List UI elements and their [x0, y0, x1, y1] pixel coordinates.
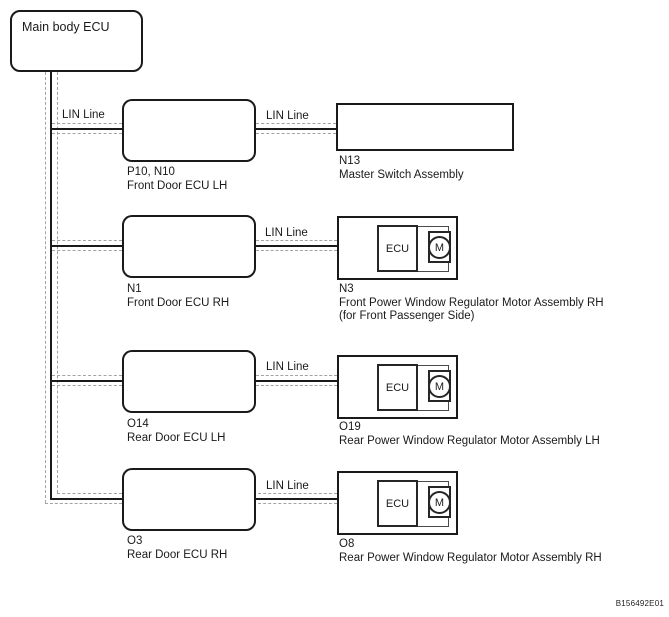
ecu-inner-box: ECU [377, 480, 418, 527]
lin-wire [51, 128, 122, 130]
main-body-ecu-box: Main body ECU [10, 10, 143, 72]
lin-line-label: LIN Line [266, 480, 309, 492]
component-code: N3 [339, 283, 354, 295]
lin-wire-shield [256, 123, 336, 124]
lin-line-label: LIN Line [62, 109, 105, 121]
motor-icon: M [428, 236, 451, 259]
lin-line-label: LIN Line [266, 110, 309, 122]
component-code: N13 [339, 155, 361, 167]
lin-wire-shield [52, 385, 122, 386]
component-note: (for Front Passenger Side) [339, 310, 475, 322]
lin-wire-shield [45, 503, 122, 504]
component-code: O3 [127, 535, 143, 547]
component-code: O19 [339, 421, 361, 433]
lin-wire-shield [256, 385, 337, 386]
main-body-ecu-label: Main body ECU [22, 20, 110, 34]
rear-pw-regulator-motor-lh-box: ECU M [337, 355, 458, 419]
rear-door-ecu-rh-box [122, 468, 256, 531]
lin-wire-shield [52, 375, 122, 376]
component-name: Master Switch Assembly [339, 168, 464, 181]
lin-wire [256, 245, 337, 247]
lin-wire-shield [256, 133, 336, 134]
motor-icon: M [428, 375, 451, 398]
ecu-inner-box: ECU [377, 225, 418, 272]
ecu-inner-box: ECU [377, 364, 418, 411]
component-name: Front Door ECU LH [127, 179, 228, 192]
component-code: O8 [339, 538, 355, 550]
component-code: N1 [127, 283, 142, 295]
rear-pw-regulator-motor-lh-caption: O19 Rear Power Window Regulator Motor As… [339, 421, 600, 448]
rear-pw-regulator-motor-rh-caption: O8 Rear Power Window Regulator Motor Ass… [339, 538, 602, 565]
master-switch-assembly-box [336, 103, 514, 151]
lin-wire-shield [52, 240, 122, 241]
lin-wire [253, 498, 337, 500]
lin-wire [256, 128, 336, 130]
lin-wire-shield [256, 240, 337, 241]
component-name: Front Door ECU RH [127, 296, 230, 309]
lin-wire [256, 380, 337, 382]
front-pw-regulator-motor-rh-caption: N3 Front Power Window Regulator Motor As… [339, 283, 604, 324]
lin-wire [51, 245, 122, 247]
figure-reference-code: B156492E01 [615, 599, 664, 608]
lin-bus-shield-right [57, 72, 58, 493]
component-name: Front Power Window Regulator Motor Assem… [339, 296, 604, 309]
lin-wire-shield [52, 250, 122, 251]
lin-line-label: LIN Line [265, 227, 308, 239]
front-door-ecu-lh-caption: P10, N10 Front Door ECU LH [127, 166, 227, 193]
component-name: Rear Door ECU LH [127, 431, 226, 444]
lin-wire-shield [253, 493, 337, 494]
component-name: Rear Power Window Regulator Motor Assemb… [339, 434, 600, 447]
lin-wire-shield [52, 133, 122, 134]
front-door-ecu-lh-box [122, 99, 256, 162]
lin-wire-shield [52, 123, 122, 124]
front-pw-regulator-motor-rh-box: ECU M [337, 216, 458, 280]
lin-wire-shield [256, 375, 337, 376]
lin-wire-shield [57, 493, 122, 494]
rear-door-ecu-rh-caption: O3 Rear Door ECU RH [127, 535, 227, 562]
component-name: Rear Power Window Regulator Motor Assemb… [339, 551, 602, 564]
rear-door-ecu-lh-caption: O14 Rear Door ECU LH [127, 418, 225, 445]
front-door-ecu-rh-box [122, 215, 256, 278]
lin-wire-shield [253, 503, 337, 504]
lin-bus-trunk [50, 72, 52, 500]
lin-wire-shield [256, 250, 337, 251]
lin-wire [50, 498, 122, 500]
front-door-ecu-rh-caption: N1 Front Door ECU RH [127, 283, 229, 310]
master-switch-assembly-caption: N13 Master Switch Assembly [339, 155, 464, 182]
component-name: Rear Door ECU RH [127, 548, 228, 561]
motor-icon: M [428, 491, 451, 514]
rear-pw-regulator-motor-rh-box: ECU M [337, 471, 458, 535]
lin-line-label: LIN Line [266, 361, 309, 373]
component-code: O14 [127, 418, 149, 430]
lin-wire [51, 380, 122, 382]
lin-bus-shield-left [45, 72, 46, 503]
component-code: P10, N10 [127, 166, 175, 178]
rear-door-ecu-lh-box [122, 350, 256, 413]
